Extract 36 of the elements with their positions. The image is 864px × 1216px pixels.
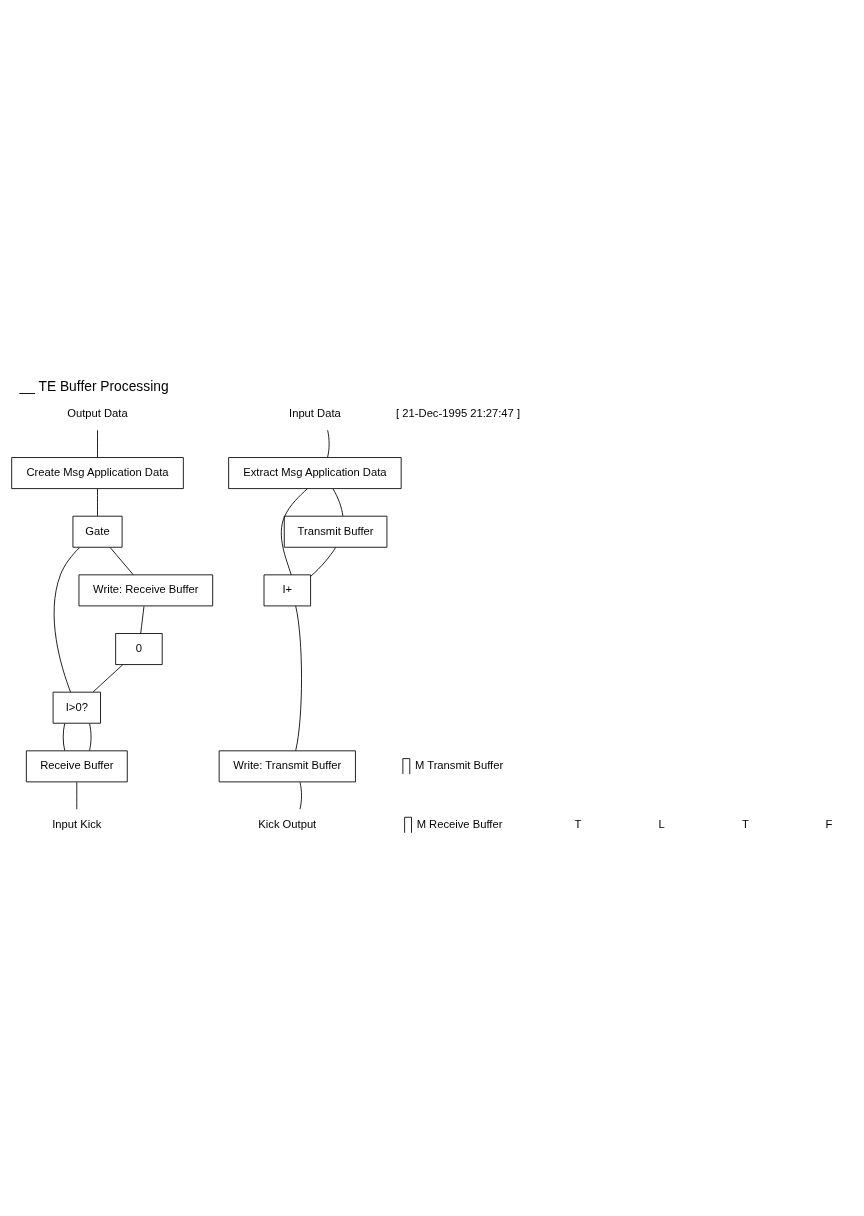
- label: L: [658, 817, 665, 830]
- connector: [97, 488, 98, 516]
- label: [ 21-Dec-1995 21:27:47 ]: [396, 406, 521, 419]
- node-text: Kick Output: [258, 817, 317, 830]
- legend-label: M Receive Buffer: [416, 817, 503, 830]
- connector: [332, 488, 344, 516]
- node-box: Create Msg Application Data: [11, 456, 184, 489]
- node-text: Input Kick: [52, 817, 102, 830]
- connector: [310, 546, 337, 577]
- node-box: Extract Msg Application Data: [228, 456, 402, 489]
- connector: [327, 429, 330, 458]
- connector: [299, 781, 302, 810]
- diagram-title: __ TE Buffer Processing: [19, 378, 169, 394]
- connector: [109, 546, 134, 575]
- connector: [89, 722, 92, 751]
- node-box: Write: Receive Buffer: [78, 573, 214, 606]
- label: T: [741, 817, 749, 830]
- legend-label: M Transmit Buffer: [414, 758, 504, 771]
- connector: [62, 722, 66, 751]
- node-box: I+: [263, 573, 311, 606]
- node-box: I>0?: [52, 691, 101, 724]
- connector: [295, 605, 302, 751]
- connector: [97, 429, 98, 458]
- connector: [53, 546, 80, 692]
- node-box: Gate: [72, 515, 123, 548]
- node-box: Receive Buffer: [25, 749, 128, 782]
- connector: [140, 605, 145, 634]
- node-box: Transmit Buffer: [283, 515, 388, 548]
- label: T: [574, 817, 582, 830]
- label: F: [825, 817, 833, 830]
- node-box: Write: Transmit Buffer: [218, 749, 356, 782]
- node-box: 0: [115, 632, 163, 665]
- connector: [92, 663, 124, 692]
- node-text: Input Data: [289, 406, 341, 419]
- connector: [280, 487, 308, 575]
- node-text: Output Data: [67, 406, 128, 419]
